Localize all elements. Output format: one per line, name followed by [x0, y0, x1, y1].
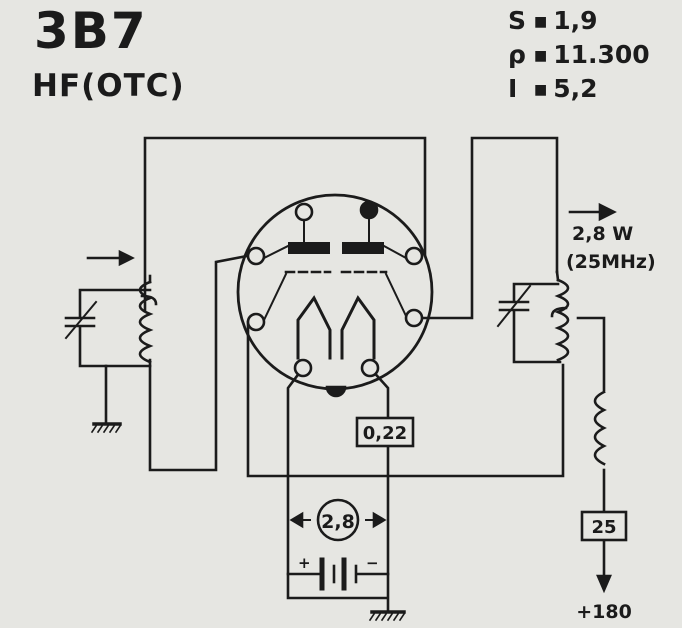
pin-right-lower: [404, 308, 424, 328]
pin-right-upper: [404, 246, 424, 266]
wire-choke-top: [576, 316, 606, 392]
pin-bottom-left: [293, 358, 313, 378]
tube-envelope: [236, 193, 434, 391]
tube-type: HF(OTC): [32, 68, 185, 104]
pin-top-left: [294, 202, 314, 222]
output-coil: [554, 278, 570, 362]
battery-minus-label: −: [366, 554, 379, 572]
tube-3b7: [236, 193, 434, 398]
input-cap-wire-bottom: [78, 326, 152, 368]
input-coil-tap: [140, 294, 158, 306]
input-cap-adjust: [64, 300, 98, 340]
grid-resistor-box: [355, 416, 415, 448]
output-coil-tap: [550, 306, 568, 318]
pin-top-right: [359, 200, 379, 220]
wire-top-frame: [143, 136, 427, 312]
output-cap-adjust: [496, 284, 532, 328]
tube-name: 3B7: [34, 2, 148, 60]
supply-voltage-label: +180: [576, 601, 632, 623]
frequency-label: (25MHz): [566, 251, 656, 273]
param-internal-resistance: ρ■11.300: [508, 40, 650, 69]
wire-grid-left: [148, 254, 249, 472]
anode-choke: [593, 390, 607, 466]
input-tank-circuit: [64, 249, 158, 434]
output-cap-wire-bottom: [512, 310, 562, 364]
pin-left-lower: [246, 312, 266, 332]
wire-plate-right: [413, 136, 559, 320]
param-transconductance: S■1,9: [508, 6, 598, 35]
output-tank-circuit: [496, 202, 617, 364]
battery-plus-label: +: [298, 554, 311, 572]
output-cap-wire-top: [512, 282, 560, 302]
anode-left: [288, 242, 330, 254]
param-anode-current: I■5,2: [508, 74, 598, 103]
anode-resistor-box: [580, 510, 628, 542]
wire-return-bottom: [246, 320, 565, 478]
anode-right: [342, 242, 384, 254]
anode-resistor-label: 25: [591, 517, 616, 538]
tube-key: [325, 385, 347, 398]
battery-icon: [286, 557, 390, 591]
filament-left: [296, 295, 332, 360]
grid-resistor-label: 0,22: [363, 423, 407, 444]
pin-left-upper: [246, 246, 266, 266]
input-cap-wire-top: [78, 288, 152, 318]
supply-arrow-icon: [596, 574, 612, 594]
filament-voltage-circle: [316, 498, 360, 542]
output-power-label: 2,8 W: [572, 223, 633, 245]
filament-voltage-label: 2,8: [321, 511, 355, 533]
pin-bottom-right: [360, 358, 380, 378]
filament-right: [340, 295, 376, 360]
wire-filament-left: [286, 366, 389, 600]
